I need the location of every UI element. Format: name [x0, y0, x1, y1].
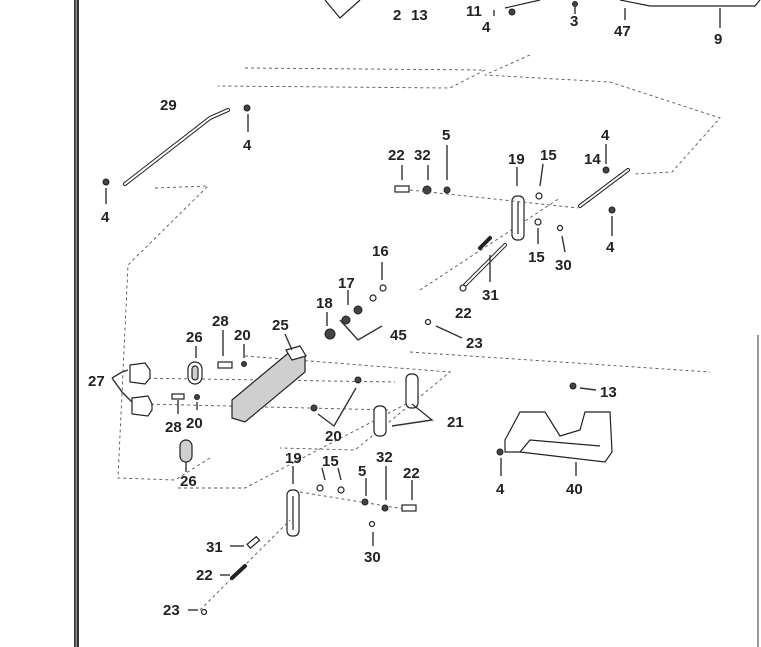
bracket-19-upper	[394, 145, 579, 253]
links-21	[373, 373, 434, 437]
label-27: 27	[88, 373, 105, 390]
label-20-upper: 20	[234, 327, 251, 344]
label-18: 18	[316, 295, 333, 312]
label-23-lower: 23	[163, 602, 180, 619]
label-11: 11	[466, 3, 482, 20]
label-20-lower-left: 20	[186, 415, 203, 432]
label-30-lower: 30	[364, 549, 381, 566]
label-31-lower: 31	[206, 539, 223, 556]
rod-29	[102, 104, 251, 204]
label-16: 16	[372, 243, 389, 260]
label-4-bracket: 4	[496, 481, 505, 498]
label-40: 40	[566, 481, 583, 498]
label-25: 25	[272, 317, 289, 334]
label-13-right: 13	[600, 384, 617, 401]
callout-labels: 2 13 11 4 3 47 9 29 4 4 22 32 5 19 15 4 …	[88, 3, 722, 619]
label-28-upper: 28	[212, 313, 229, 330]
label-22-lower-right: 22	[403, 465, 420, 482]
plate-25	[231, 333, 307, 423]
label-15-upper: 15	[540, 147, 557, 164]
label-22-upper: 22	[388, 147, 405, 164]
rod-31-lower	[188, 519, 291, 616]
top-partial-assembly	[324, 0, 761, 28]
label-15-lower: 15	[322, 453, 339, 470]
knobs-27	[111, 362, 153, 417]
pins-20-center	[310, 376, 362, 428]
label-4-right-bottom: 4	[606, 239, 615, 256]
label-30-upper: 30	[555, 257, 572, 274]
label-45: 45	[390, 327, 407, 344]
label-19-upper: 19	[508, 151, 525, 168]
rod-14	[578, 144, 630, 236]
label-13-top: 13	[411, 7, 428, 24]
label-19-lower: 19	[285, 450, 302, 467]
left-border	[74, 0, 79, 647]
label-31-upper: 31	[482, 287, 499, 304]
label-26-lower: 26	[180, 473, 197, 490]
label-22-lower-left: 22	[196, 567, 213, 584]
spring-stack	[324, 262, 387, 341]
label-4-top: 4	[482, 19, 491, 36]
label-32-lower: 32	[376, 449, 393, 466]
label-2: 2	[393, 7, 401, 24]
label-4-upper-right: 4	[243, 137, 252, 154]
label-15-middle: 15	[528, 249, 545, 266]
label-22-middle: 22	[455, 305, 472, 322]
label-4-upper-left: 4	[101, 209, 110, 226]
label-4-right-top: 4	[601, 127, 610, 144]
label-5-upper: 5	[442, 127, 450, 144]
bracket-19-lower	[286, 466, 417, 546]
label-29: 29	[160, 97, 177, 114]
bushings-lower	[171, 393, 200, 472]
label-21: 21	[447, 414, 464, 431]
label-20-center: 20	[325, 428, 342, 445]
bracket-40	[496, 382, 613, 476]
bushings-upper	[187, 330, 247, 385]
label-5-lower: 5	[358, 463, 366, 480]
label-28-lower: 28	[165, 419, 182, 436]
label-17: 17	[338, 275, 355, 292]
label-9: 9	[714, 31, 722, 48]
rod-31-upper	[424, 236, 507, 339]
label-3: 3	[570, 13, 578, 30]
label-47: 47	[614, 23, 631, 40]
label-32-upper: 32	[414, 147, 431, 164]
label-23-upper: 23	[466, 335, 483, 352]
label-26-upper: 26	[186, 329, 203, 346]
label-14: 14	[584, 151, 601, 168]
